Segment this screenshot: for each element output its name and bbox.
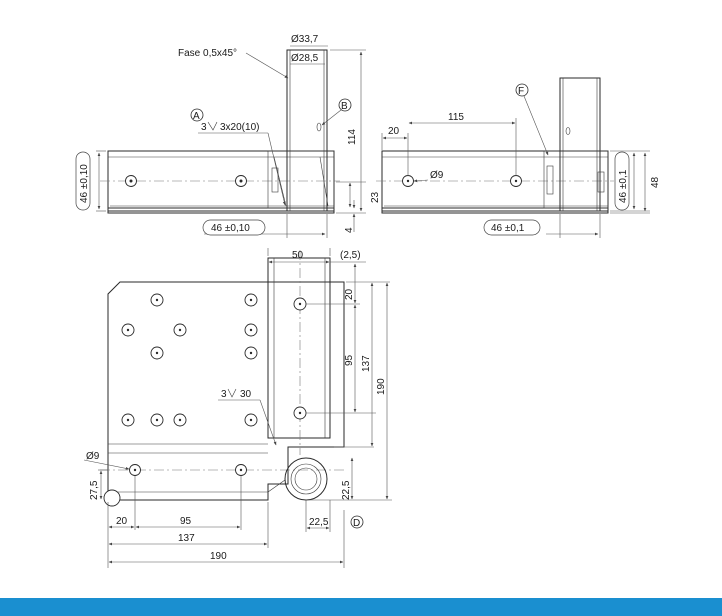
weld-ref-a: A <box>193 111 200 122</box>
ref-d-circle <box>350 515 364 529</box>
side-tol-bottom: 46 ±0,1 <box>491 223 525 234</box>
top-weld-symbol: 3 <box>221 389 227 400</box>
side-tol-right: 46 ±0,1 <box>618 169 629 203</box>
side-base-plate <box>381 207 609 214</box>
ref-b-circle <box>338 98 352 112</box>
top-dim-95-v: 95 <box>344 354 355 366</box>
technical-drawing: Fase 0,5x45° Ø33,7 Ø28,5 A 3 3x20(10) B … <box>75 34 661 568</box>
tol-left: 46 ±0,10 <box>79 164 90 203</box>
ref-b: B <box>341 101 348 112</box>
chamfer-note: Fase 0,5x45° <box>178 48 237 59</box>
tol-right-pill <box>614 151 630 211</box>
ref-d: D <box>353 518 360 529</box>
weld-ref-a-circle <box>190 108 204 122</box>
top-dim-137-h: 137 <box>178 533 195 544</box>
top-dim-190-v: 190 <box>376 378 387 395</box>
top-hole-dia: Ø9 <box>86 451 100 462</box>
footer-bar <box>0 598 722 616</box>
tol-left-pill <box>75 151 91 211</box>
side-height-48: 48 <box>650 176 661 188</box>
top-dim-225-v: 22,5 <box>341 480 352 500</box>
top-dim-25: (2,5) <box>340 250 361 261</box>
side-dim-115: 115 <box>448 112 464 123</box>
tol-bottom: 46 ±0,10 <box>211 223 250 234</box>
height-114: 114 <box>347 129 358 145</box>
top-dim-225-h: 22,5 <box>309 517 329 528</box>
ref-f-circle <box>515 83 529 97</box>
front-base-plate <box>107 207 335 214</box>
side-tol-bottom-pill <box>483 219 541 236</box>
ref-f: F <box>518 86 524 97</box>
side-hole-dia: Ø9 <box>430 170 444 181</box>
top-dim-190-h: 190 <box>210 551 227 562</box>
front-tube <box>286 49 328 212</box>
weld-symbol: 3 <box>201 122 207 133</box>
weld-spec: 3x20(10) <box>220 122 259 133</box>
top-holes <box>103 293 307 507</box>
height-23: 23 <box>370 191 381 203</box>
top-dim-20-v: 20 <box>344 288 355 300</box>
front-view: Fase 0,5x45° Ø33,7 Ø28,5 A 3 3x20(10) B … <box>75 34 381 238</box>
height-4: 4 <box>344 227 355 233</box>
side-tube <box>559 77 601 212</box>
top-view: 50 (2,5) 20 95 137 190 22,5 3 30 Ø9 27,5 <box>83 248 392 568</box>
top-dim-50: 50 <box>292 250 304 261</box>
top-tube <box>267 257 331 439</box>
top-dim-20-h: 20 <box>116 516 128 527</box>
top-dim-95-h: 95 <box>180 516 192 527</box>
top-dim-137-v: 137 <box>361 355 372 372</box>
dia-outer-label: Ø33,7 <box>291 34 319 45</box>
top-dim-275: 27,5 <box>89 480 100 500</box>
top-base-plate <box>107 281 345 501</box>
dia-inner-label: Ø28,5 <box>291 53 319 64</box>
side-dim-20: 20 <box>388 126 400 137</box>
side-view: F 20 115 Ø9 46 ±0,1 48 46 ±0,1 <box>376 77 661 238</box>
tol-bottom-pill <box>202 219 266 236</box>
top-weld-value: 30 <box>240 389 252 400</box>
